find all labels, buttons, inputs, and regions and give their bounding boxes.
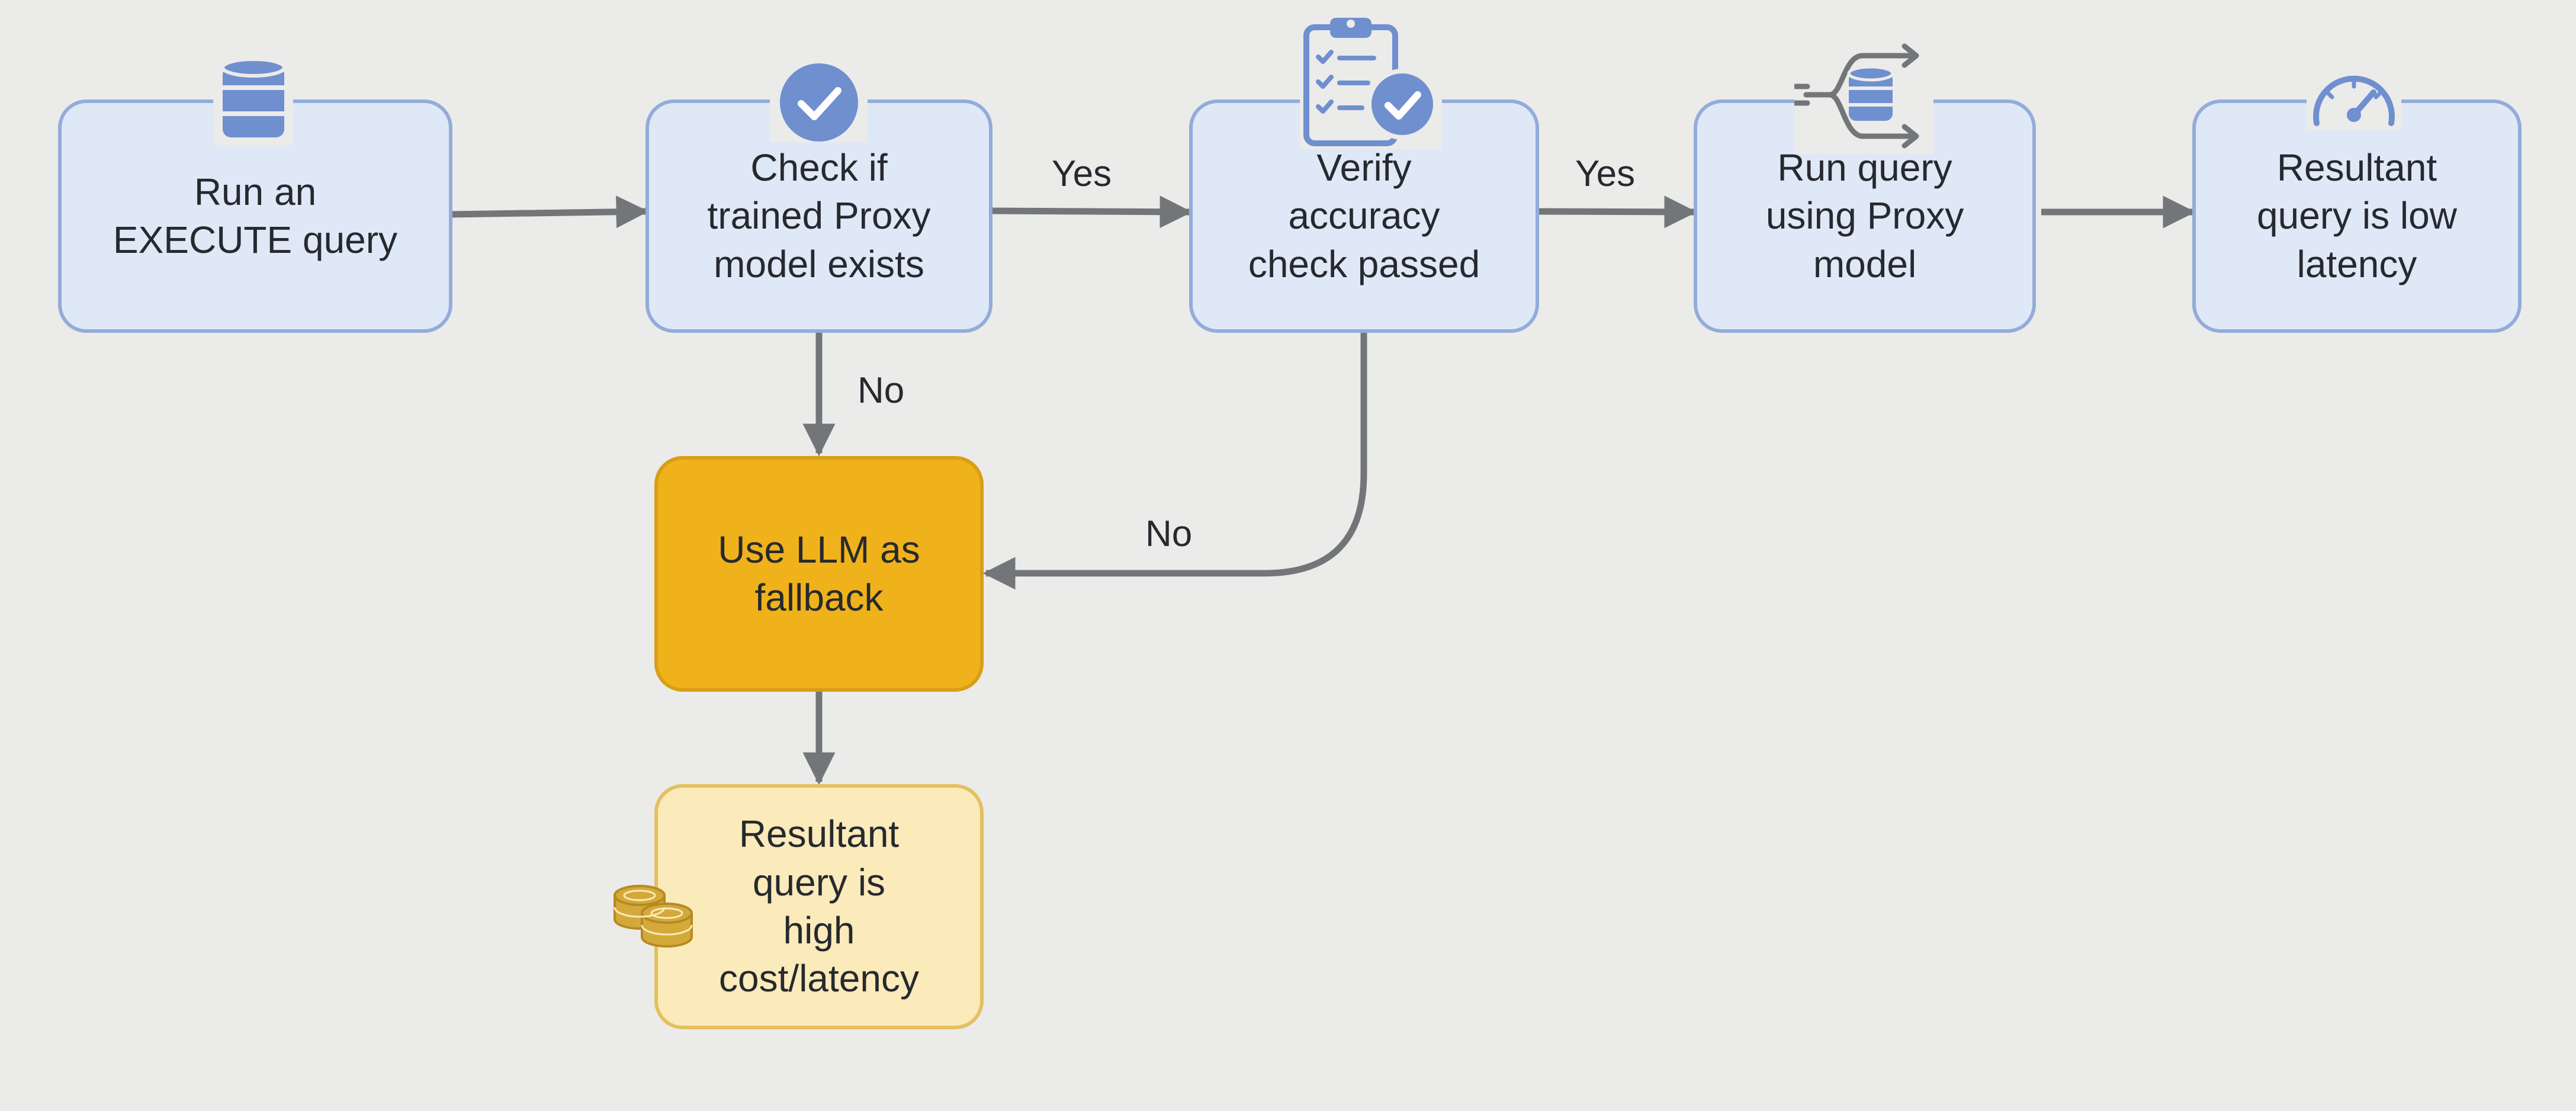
arrow-execute-to-check	[451, 195, 649, 229]
speedometer-icon	[2313, 75, 2395, 126]
edge-label-no-check: No	[857, 370, 905, 411]
node-label: Verify accuracy check passed	[1248, 146, 1480, 285]
node-label: Run an EXECUTE query	[113, 170, 398, 261]
node-low-latency-result: Resultant query is low latency	[2192, 99, 2522, 333]
arrow-verify-to-llm	[982, 333, 1367, 590]
node-label: Check if trained Proxy model exists	[707, 146, 931, 285]
database-routing-icon	[1794, 43, 1919, 149]
node-label: Run query using Proxy model	[1765, 146, 1964, 285]
node-high-cost-result: Resultant query is high cost/latency	[654, 784, 984, 1029]
coins-icon	[614, 885, 693, 948]
node-label: Resultant query is high cost/latency	[719, 813, 919, 1000]
node-label: Use LLM as fallback	[718, 528, 920, 619]
arrow-verify-to-run-proxy	[1537, 195, 1697, 229]
edge-label-no-verify: No	[1145, 513, 1193, 554]
arrow-check-to-verify	[990, 195, 1193, 229]
database-icon	[221, 58, 286, 137]
clipboard-check-icon	[1303, 18, 1438, 146]
edge-label-yes-verify: Yes	[1575, 153, 1636, 194]
edge-label-yes-check: Yes	[1052, 153, 1112, 194]
checkmark-circle-icon	[780, 63, 858, 142]
node-label: Resultant query is low latency	[2257, 146, 2457, 285]
node-llm-fallback: Use LLM as fallback	[654, 456, 984, 692]
